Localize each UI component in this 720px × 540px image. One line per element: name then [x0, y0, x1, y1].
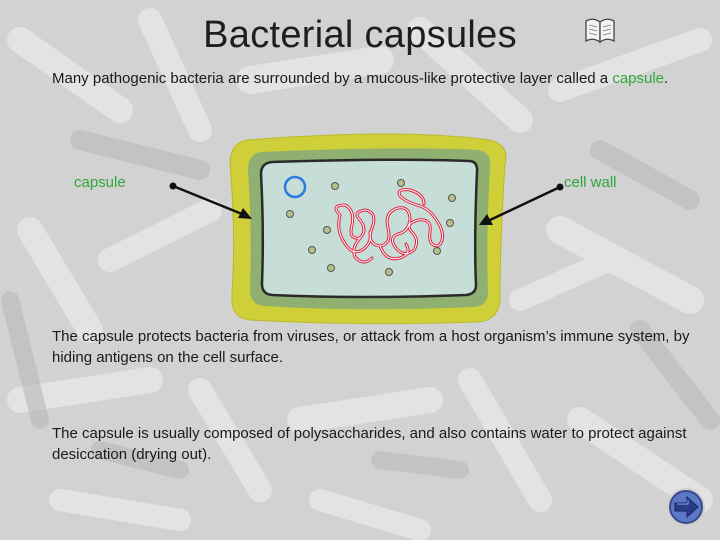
intro-paragraph: Many pathogenic bacteria are surrounded …	[52, 68, 692, 89]
cell-wall-pointer	[479, 183, 564, 225]
ribosomes	[286, 179, 456, 276]
slide-title: Bacterial capsules	[203, 14, 517, 56]
label-capsule: capsule	[74, 174, 126, 191]
plasmid	[283, 175, 307, 199]
intro-end: .	[664, 70, 669, 87]
intro-term-capsule: capsule	[612, 70, 665, 87]
capsule-pointer	[169, 182, 252, 219]
intro-text: Many pathogenic bacteria are surrounded …	[52, 70, 613, 87]
book-icon	[585, 18, 615, 44]
next-arrow-icon[interactable]	[666, 487, 706, 527]
label-cell-wall: cell wall	[564, 174, 617, 191]
cytoplasm	[259, 158, 479, 299]
paragraph-antigens: The capsule protects bacteria from virus…	[52, 328, 690, 366]
paragraph-composition: The capsule is usually composed of polys…	[52, 425, 687, 463]
